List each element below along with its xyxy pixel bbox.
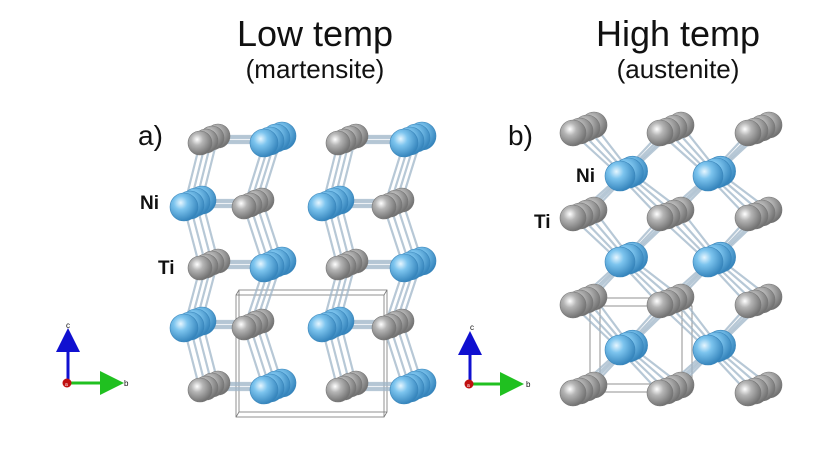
panel-label-b: b) bbox=[508, 120, 533, 151]
atom-left-ni bbox=[389, 253, 419, 283]
atom-right-ti bbox=[559, 204, 587, 232]
ti-label-left: Ti bbox=[158, 258, 175, 279]
title-low-temp: Low temp (martensite) bbox=[220, 13, 410, 85]
ni-label-left: Ni bbox=[140, 193, 159, 214]
a-axis-dot-right bbox=[464, 379, 474, 389]
a-axis-dot-left bbox=[62, 378, 72, 388]
atom-left-ti bbox=[187, 130, 213, 156]
ti-label-right: Ti bbox=[534, 212, 551, 233]
atom-left-ti bbox=[187, 255, 213, 281]
title-low-temp-main: Low temp bbox=[236, 13, 394, 54]
atom-right-ti bbox=[734, 204, 762, 232]
atom-right-ti bbox=[646, 291, 674, 319]
title-high-temp-main: High temp bbox=[595, 13, 761, 54]
atom-left-ti bbox=[325, 255, 351, 281]
atom-left-ni bbox=[389, 128, 419, 158]
atom-right-ti bbox=[646, 204, 674, 232]
atom-right-ti bbox=[734, 379, 762, 407]
a-axis-label-right: a bbox=[467, 383, 470, 389]
atom-left-ti bbox=[187, 377, 213, 403]
ni-label-right: Ni bbox=[576, 166, 595, 187]
atom-right-ni bbox=[692, 334, 724, 366]
atom-right-ti bbox=[646, 119, 674, 147]
atom-right-ni bbox=[604, 334, 636, 366]
atom-left-ni bbox=[307, 313, 337, 343]
b-axis-label-right: b bbox=[526, 380, 531, 389]
c-axis-label-right: c bbox=[470, 323, 474, 332]
atom-right-ti bbox=[559, 291, 587, 319]
c-axis-label-left: c bbox=[66, 321, 70, 330]
atom-left-ni bbox=[169, 192, 199, 222]
a-axis-label-left: a bbox=[65, 382, 68, 388]
atom-right-ti bbox=[559, 119, 587, 147]
atom-right-ni bbox=[604, 160, 636, 192]
axis-indicator-left: c b a bbox=[56, 321, 129, 395]
atom-left-ti bbox=[325, 130, 351, 156]
atom-left-ti bbox=[325, 377, 351, 403]
title-low-temp-sub: (martensite) bbox=[245, 54, 385, 84]
atom-right-ni bbox=[604, 246, 636, 278]
panel-label-a: a) bbox=[138, 120, 163, 151]
atom-left-ni bbox=[249, 128, 279, 158]
atom-left-ti bbox=[371, 315, 397, 341]
title-high-temp: High temp (austenite) bbox=[578, 13, 778, 85]
title-high-temp-sub: (austenite) bbox=[616, 54, 740, 84]
atom-right-ti bbox=[559, 379, 587, 407]
atom-right-ni bbox=[692, 160, 724, 192]
atom-right-ti bbox=[734, 291, 762, 319]
b-axis-label-left: b bbox=[124, 379, 129, 388]
atom-left-ni bbox=[249, 253, 279, 283]
atoms-layer bbox=[169, 111, 783, 407]
atom-right-ti bbox=[646, 379, 674, 407]
atom-right-ni bbox=[692, 246, 724, 278]
axis-indicator-right: c b a bbox=[458, 323, 531, 396]
atom-right-ti bbox=[734, 119, 762, 147]
atom-left-ni bbox=[249, 375, 279, 405]
atom-left-ni bbox=[307, 192, 337, 222]
unit-cell-left bbox=[235, 289, 388, 418]
atom-left-ti bbox=[231, 315, 257, 341]
atom-left-ti bbox=[371, 194, 397, 220]
atom-left-ni bbox=[389, 375, 419, 405]
atom-left-ti bbox=[231, 194, 257, 220]
atom-left-ni bbox=[169, 313, 199, 343]
